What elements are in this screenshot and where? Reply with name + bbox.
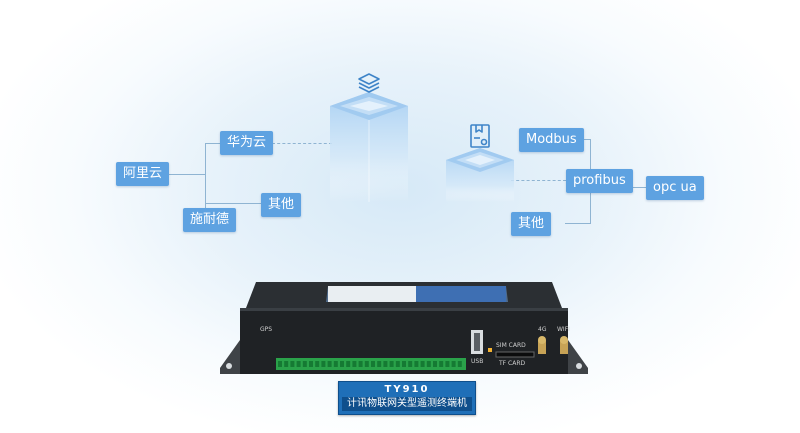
usb-port-label: USB — [471, 358, 484, 365]
tag-profibus: profibus — [566, 169, 633, 193]
connector-line — [205, 174, 206, 208]
tag-other-right: 其他 — [511, 212, 552, 236]
connector-line — [169, 174, 205, 175]
tag-huawei-cloud: 华为云 — [220, 131, 274, 155]
layers-icon — [358, 73, 380, 93]
connector-line — [205, 143, 206, 203]
protocol-pillar — [446, 124, 514, 202]
connector-dash — [272, 143, 332, 144]
tag-schneider: 施耐德 — [183, 208, 237, 232]
connector-line — [565, 223, 591, 224]
sim-card-label: SIM CARD — [496, 342, 526, 349]
tag-modbus: Modbus — [519, 128, 584, 152]
product-description: 计讯物联网关型遥测终端机 — [342, 397, 472, 411]
gateway-device: GPS USB SIM CARD TF CARD 4G WIFI — [216, 280, 592, 376]
tag-other-left: 其他 — [261, 193, 302, 217]
4g-antenna-label: 4G — [538, 326, 547, 333]
connector-line — [205, 203, 261, 204]
connector-line — [205, 143, 221, 144]
terminal-block — [278, 361, 462, 367]
gps-port-label: GPS — [260, 326, 273, 333]
tag-opc-ua: opc ua — [646, 176, 704, 200]
wifi-antenna-label: WIFI — [557, 326, 570, 333]
cloud-platform-pillar — [330, 73, 408, 202]
product-label: TY910 计讯物联网关型遥测终端机 — [338, 381, 476, 415]
connector-dash — [511, 180, 566, 181]
connector-line — [632, 187, 646, 188]
tag-aliyun: 阿里云 — [116, 162, 170, 186]
tf-card-label: TF CARD — [499, 360, 526, 367]
document-icon — [470, 124, 490, 148]
product-model: TY910 — [384, 384, 430, 395]
